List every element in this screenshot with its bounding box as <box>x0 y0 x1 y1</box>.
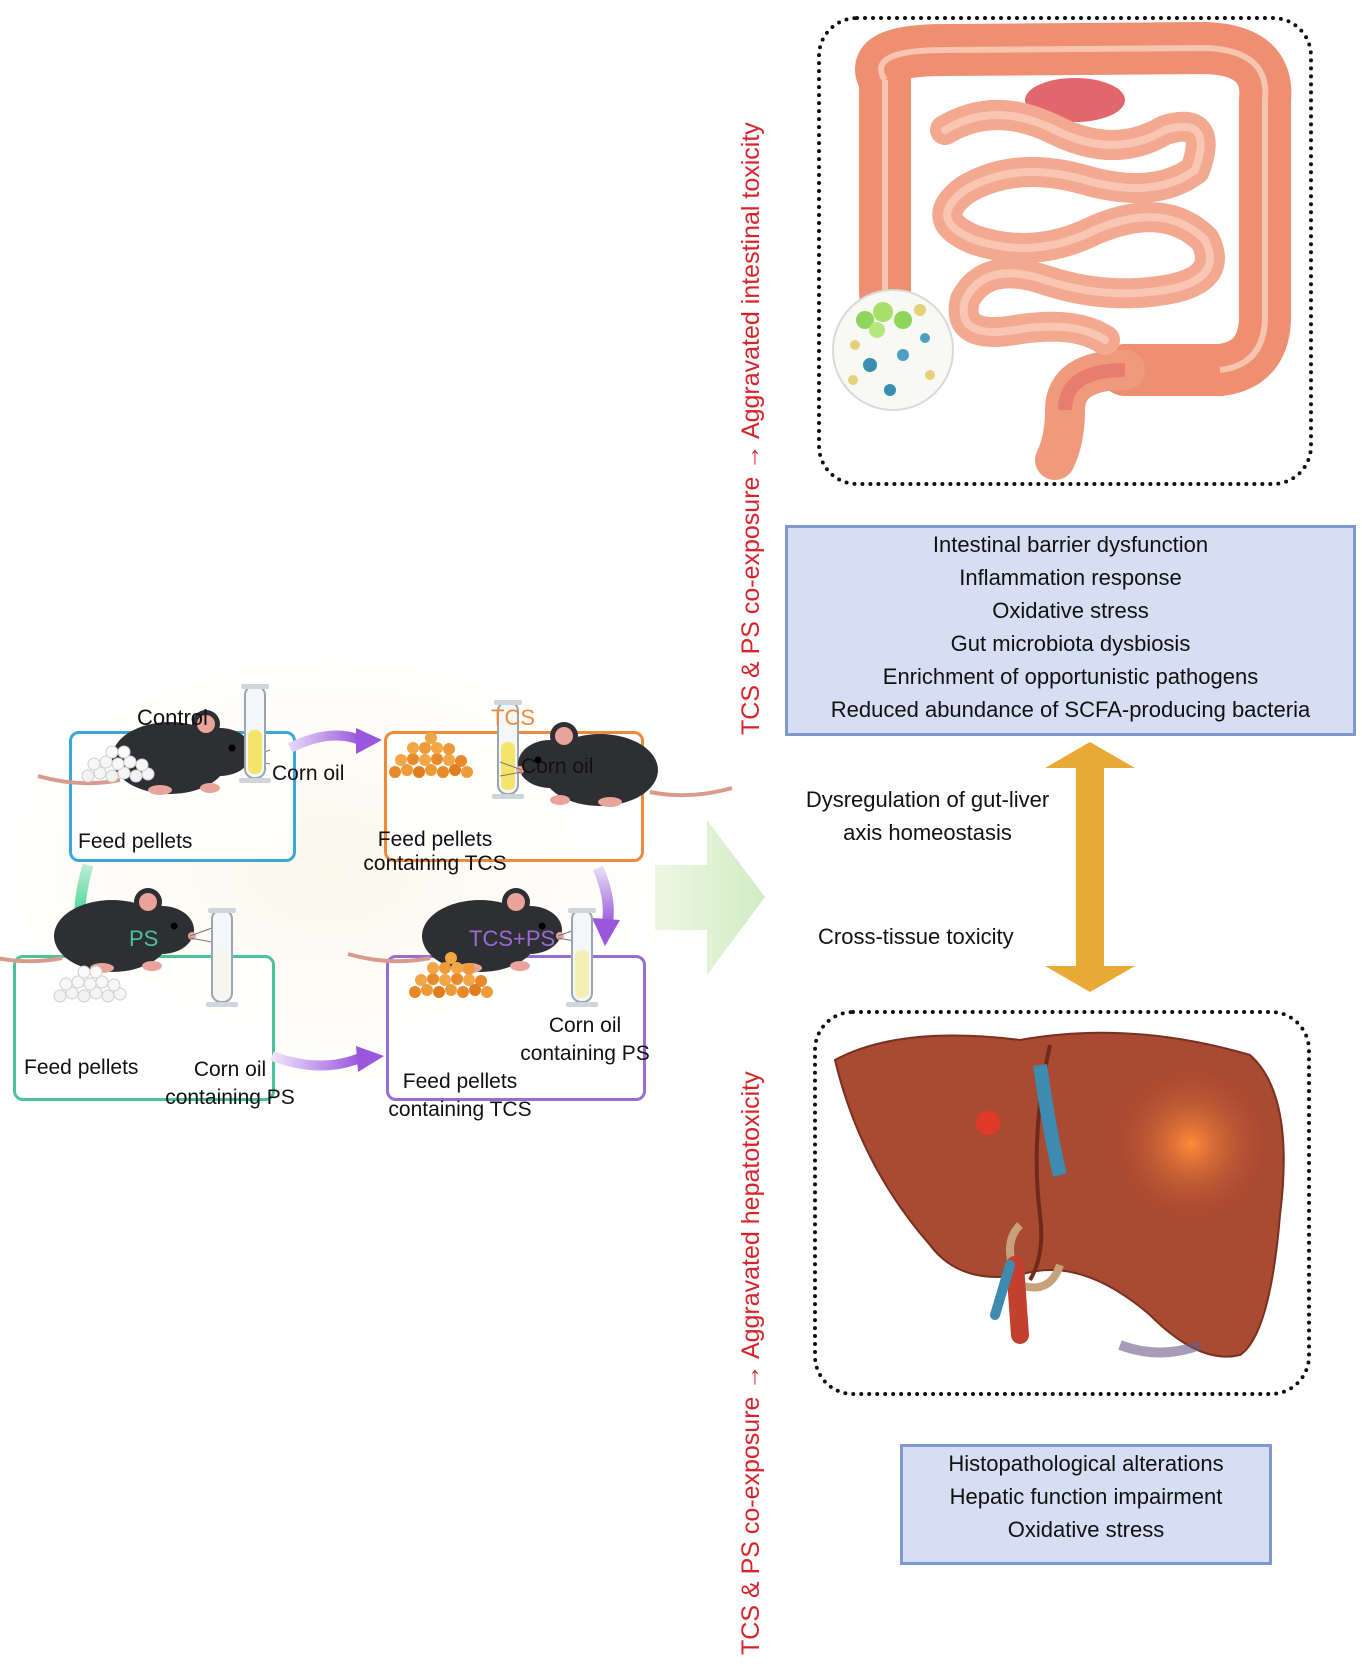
tcs-feed-line1: Feed pellets <box>377 828 493 851</box>
axis-line1: Dysregulation of gut-liver <box>805 787 1050 812</box>
ps-feed-label: Feed pellets <box>24 1056 139 1079</box>
tcs-oil-label: Corn oil <box>521 755 594 778</box>
liver-frame <box>813 1010 1311 1396</box>
intestinal-effect-4: Gut microbiota dysbiosis <box>950 631 1191 656</box>
tcsps-oil-line1: Corn oil <box>548 1014 622 1037</box>
hepatic-effect-1: Histopathological alterations <box>948 1451 1224 1476</box>
ps-oil-label: Corn oil containing PS <box>150 1058 310 1110</box>
axis-line2: axis homeostasis <box>843 820 1012 845</box>
big-right-arrow <box>655 820 765 975</box>
intestinal-effect-3: Oxidative stress <box>992 598 1149 623</box>
arrow-ps-to-tcsps <box>270 1051 362 1071</box>
hepatic-effect-3: Oxidative stress <box>1007 1517 1165 1542</box>
ps-oil-line1: Corn oil <box>193 1058 267 1081</box>
liver-illustration <box>833 1031 1290 1358</box>
tcs-feed-label: Feed pellets containing TCS <box>340 828 530 876</box>
arrow-ps-to-tcsps-head <box>356 1046 384 1072</box>
control-oil-label: Corn oil <box>272 762 345 785</box>
intestine-illustration <box>832 21 1292 480</box>
intestinal-effect-6: Reduced abundance of SCFA-producing bact… <box>830 697 1311 722</box>
hepatic-effect-2: Hepatic function impairment <box>949 1484 1223 1509</box>
arrow-tcs-to-tcsps-head <box>592 918 620 946</box>
control-feed-label: Feed pellets <box>78 830 193 853</box>
gut-liver-axis-label: Dysregulation of gut-liver axis homeosta… <box>775 783 1080 849</box>
tcsps-oil-label: Corn oil containing PS <box>500 1014 670 1066</box>
tcsps-feed-label: Feed pellets containing TCS <box>365 1070 555 1122</box>
tcsps-title: TCS+PS <box>469 926 556 951</box>
arrow-control-to-tcs <box>287 730 362 753</box>
tcs-feed-line2: containing TCS <box>363 852 507 875</box>
intestine-frame <box>817 16 1313 486</box>
cross-tissue-label: Cross-tissue toxicity <box>818 924 1014 949</box>
intestinal-toxicity-side-label: TCS & PS co-exposure → Aggravated intest… <box>737 122 765 735</box>
hepatotoxicity-side-label: TCS & PS co-exposure → Aggravated hepato… <box>737 1071 765 1655</box>
group-illustrations <box>0 683 734 1008</box>
tcs-title: TCS <box>491 705 535 730</box>
hepatic-effects-box: Histopathological alterations Hepatic fu… <box>900 1444 1272 1565</box>
arrow-control-to-tcs-head <box>356 728 382 754</box>
tcsps-oil-line2: containing PS <box>520 1042 650 1065</box>
gut-liver-double-arrow <box>1045 742 1135 992</box>
control-title: Control <box>137 705 208 730</box>
tcsps-feed-line1: Feed pellets <box>402 1070 518 1093</box>
ps-title: PS <box>129 926 159 951</box>
intestinal-effect-5: Enrichment of opportunistic pathogens <box>882 664 1259 689</box>
intestinal-effect-2: Inflammation response <box>959 565 1182 590</box>
ps-oil-line2: containing PS <box>165 1086 295 1109</box>
tcsps-feed-line2: containing TCS <box>388 1098 532 1121</box>
intestinal-effects-box: Intestinal barrier dysfunction Inflammat… <box>785 525 1356 736</box>
intestinal-effect-1: Intestinal barrier dysfunction <box>932 532 1209 557</box>
